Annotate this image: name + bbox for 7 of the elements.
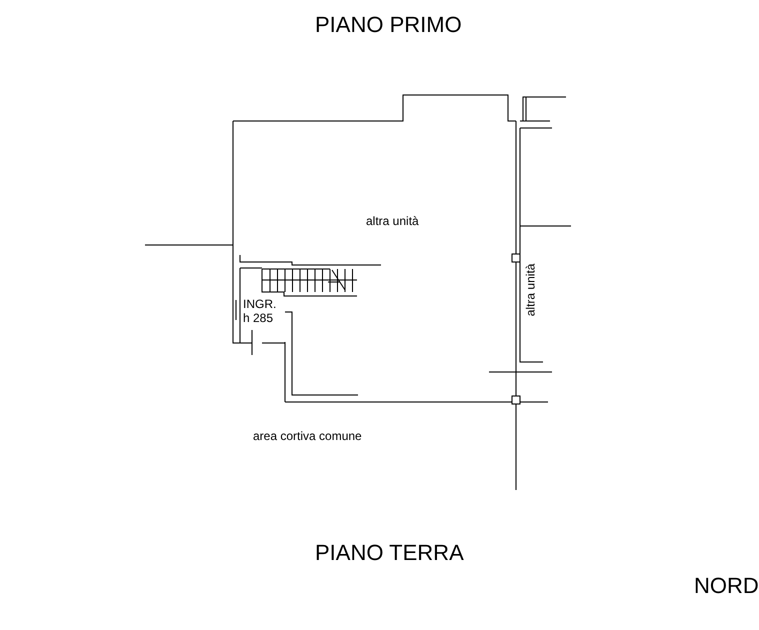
plan-title: PIANO TERRA: [315, 540, 464, 566]
plan-title: PIANO PRIMO: [315, 12, 462, 38]
area-label: area cortiva comune: [253, 430, 362, 444]
room-label: altra unità: [366, 215, 419, 229]
room-label: altra unità: [524, 264, 538, 316]
room-label: INGR. h 285: [243, 298, 278, 326]
north-label: NORD: [694, 573, 759, 598]
